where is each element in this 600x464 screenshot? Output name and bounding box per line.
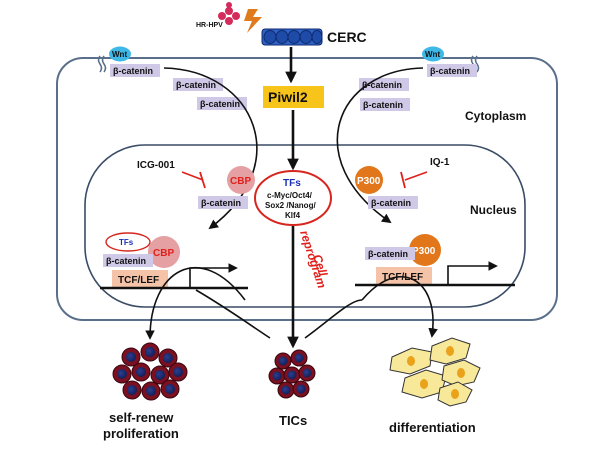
tics-cells: [268, 349, 316, 399]
nucleus-membrane: [84, 144, 526, 308]
wnt-ligand-right: [422, 46, 444, 62]
cell-reprogram-line-1: Cell: [310, 253, 330, 279]
tfs-title: TFs: [283, 178, 301, 189]
beta-catenin-free-2: [197, 97, 247, 110]
self-renew-label: self-renew: [109, 410, 174, 425]
tfs-small-ellipse: [105, 232, 151, 252]
beta-catenin-free-4: [360, 98, 410, 111]
tcf-lef-box-right: [376, 267, 432, 285]
beta-catenin-label: β-catenin: [362, 80, 402, 90]
beta-catenin-membrane-right: [427, 64, 477, 77]
beta-catenin-label: β-catenin: [113, 66, 153, 76]
self-renew-cells: [112, 342, 188, 401]
icg-001-label: ICG-001: [137, 160, 175, 171]
cerc-cells: [261, 28, 323, 46]
differentiation-label: differentiation: [389, 420, 476, 435]
beta-catenin-label: β-catenin: [371, 198, 411, 208]
wnt-label-right: Wnt: [425, 50, 440, 59]
tfs-line-3: Klf4: [285, 211, 301, 220]
tfs-ellipse: [254, 170, 332, 226]
beta-catenin-label: β-catenin: [106, 256, 146, 266]
cbp-label-top: CBP: [230, 176, 251, 187]
tics-label: TICs: [279, 413, 307, 428]
curve-left-to-tics: [195, 289, 271, 339]
beta-catenin-label: β-catenin: [430, 66, 470, 76]
arrow-wnt-right-to-nucleus: [336, 67, 424, 224]
beta-catenin-label: β-catenin: [363, 100, 403, 110]
p300-label-top: P300: [357, 176, 381, 187]
wnt-label-left: Wnt: [112, 50, 127, 59]
tcf-lef-label-left: TCF/LEF: [118, 275, 159, 286]
nucleus-label: Nucleus: [470, 203, 517, 217]
iq-1-label: IQ-1: [430, 157, 450, 168]
hr-hpv-label: HR-HPV: [196, 22, 223, 29]
beta-catenin-cbp-bottom: [103, 254, 153, 267]
beta-catenin-cbp-top: [198, 196, 248, 209]
cerc-label: CERC: [327, 29, 367, 45]
iq-1-inhibitor-bar: [400, 171, 406, 189]
tfs-line-2: Sox2 /Nanog/: [265, 201, 316, 210]
cell-membrane: [56, 57, 558, 321]
p300-circle-bottom: [409, 234, 441, 266]
beta-catenin-label: β-catenin: [368, 249, 408, 259]
curve-right-to-tics: [304, 299, 363, 339]
tcf-lef-box-left: [112, 270, 168, 288]
icg-001-inhibitor-bar: [199, 171, 206, 189]
cbp-circle-bottom: [148, 236, 180, 268]
hr-hpv-virus: [218, 2, 240, 25]
beta-catenin-free-1: [173, 78, 223, 91]
beta-catenin-label: β-catenin: [200, 99, 240, 109]
piwil2-label: Piwil2: [268, 89, 308, 105]
cytoplasm-label: Cytoplasm: [465, 109, 526, 123]
differentiation-cells: [389, 337, 481, 407]
arrow-to-differentiation: [361, 276, 438, 338]
proliferation-label: proliferation: [103, 426, 179, 441]
tfs-line-1: c-Myc/Oct4/: [267, 191, 313, 200]
icg-001-inhibitor-line: [181, 171, 204, 181]
arrow-to-self-renew: [145, 267, 246, 340]
piwil2-box: [263, 86, 324, 108]
beta-catenin-membrane-left: [110, 64, 160, 77]
p300-circle-top: [355, 166, 383, 194]
cbp-circle-top: [227, 166, 255, 194]
beta-catenin-label: β-catenin: [201, 198, 241, 208]
tfs-small-label: TFs: [119, 238, 134, 247]
iq-1-inhibitor-line: [404, 171, 428, 181]
cbp-label-bottom: CBP: [153, 248, 174, 259]
beta-catenin-label: β-catenin: [176, 80, 216, 90]
wnt-receptor-left: [97, 55, 107, 73]
p300-label-bottom: P300: [412, 246, 436, 257]
lightning-icon: [244, 9, 262, 33]
transcription-arrow-right: [447, 261, 498, 285]
wnt-ligand-left: [109, 46, 131, 62]
beta-catenin-p300-top: [368, 196, 418, 209]
beta-catenin-p300-bottom: [365, 247, 415, 260]
